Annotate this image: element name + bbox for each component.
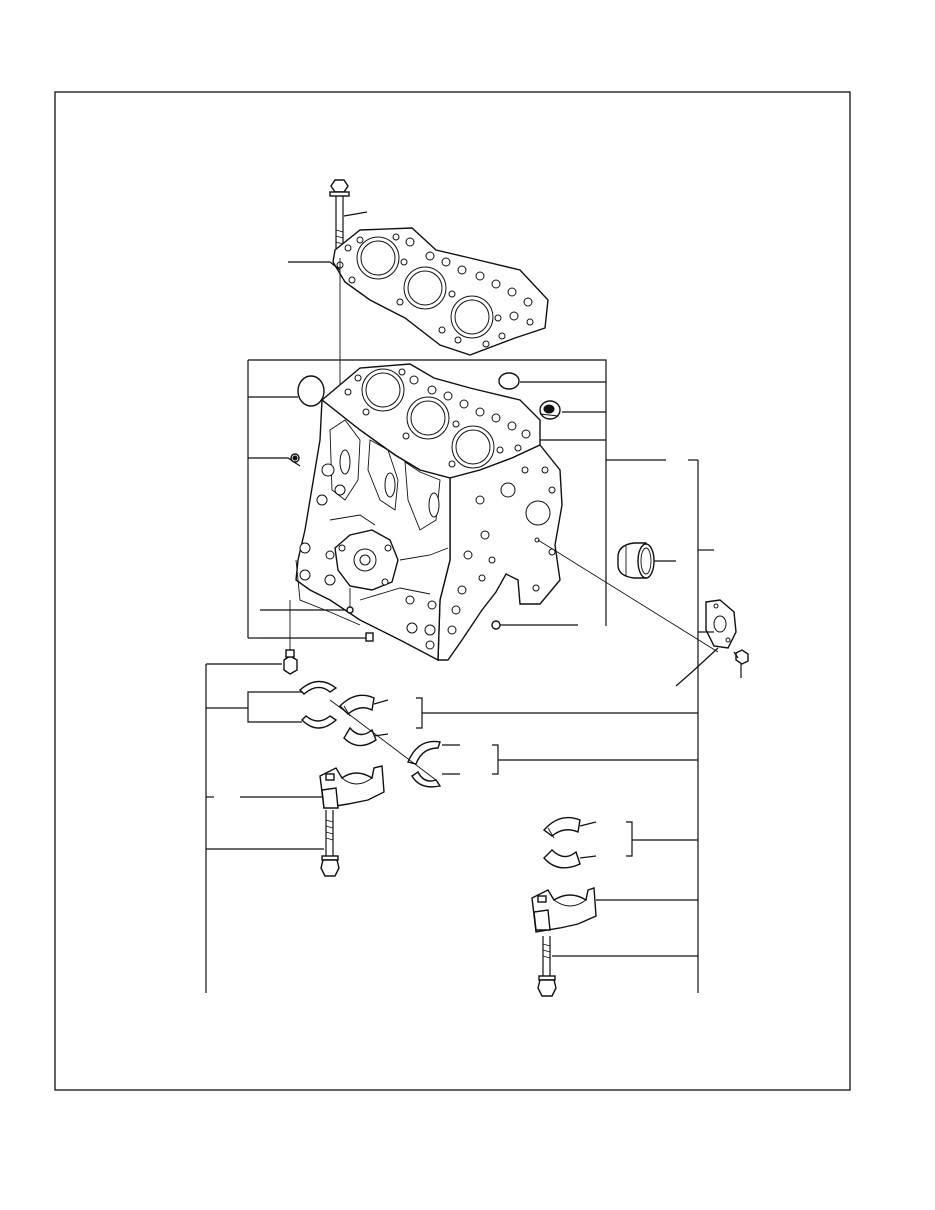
thrust-washer-pair-right <box>407 740 442 788</box>
crank-axis-line <box>329 699 437 781</box>
block-bracket-top <box>248 359 607 626</box>
pipe-plug-lower-2 <box>365 632 374 642</box>
plug-cap <box>498 372 520 390</box>
drain-plug <box>283 649 298 675</box>
bracket-thrust-washer-right <box>492 744 499 775</box>
leader-shell-right-bottom <box>579 855 597 859</box>
bushing <box>617 542 655 579</box>
bracket-shell-right <box>626 821 633 857</box>
main-bearing-shell-pair-right <box>542 816 581 869</box>
cover-plate <box>705 599 737 649</box>
leader-bearing-shell-center-top <box>373 699 389 705</box>
bracket-thrust-washer-left <box>247 691 260 723</box>
main-bearing-cap-bolt-right <box>537 936 557 997</box>
leader-cover-plate <box>675 647 719 687</box>
cover-axis-line <box>537 539 719 653</box>
leader-pipe-plug-left <box>248 457 301 467</box>
leader-gasket <box>288 261 341 271</box>
leader-bearing-shell-center-bottom <box>373 733 389 737</box>
main-bearing-cap-left <box>319 765 385 809</box>
pipe-plug-lower-1 <box>346 606 354 614</box>
cylinder-head-gasket <box>332 227 549 356</box>
threaded-plug <box>539 400 561 420</box>
page-frame <box>54 91 851 1091</box>
thrust-washer-pair-left <box>298 680 338 729</box>
leader-bolt <box>343 211 368 217</box>
cover-plate-bolt <box>733 649 749 665</box>
pipe-plug-right <box>491 620 501 630</box>
o-ring <box>297 375 325 407</box>
leader-shell-right-top <box>579 821 597 827</box>
cylinder-block <box>295 363 563 662</box>
bracket-bearing-shell-center <box>416 697 423 729</box>
main-bearing-shell-pair-center <box>339 694 377 747</box>
main-bearing-cap-right <box>531 887 597 933</box>
main-bearing-cap-bolt-left <box>320 810 340 877</box>
